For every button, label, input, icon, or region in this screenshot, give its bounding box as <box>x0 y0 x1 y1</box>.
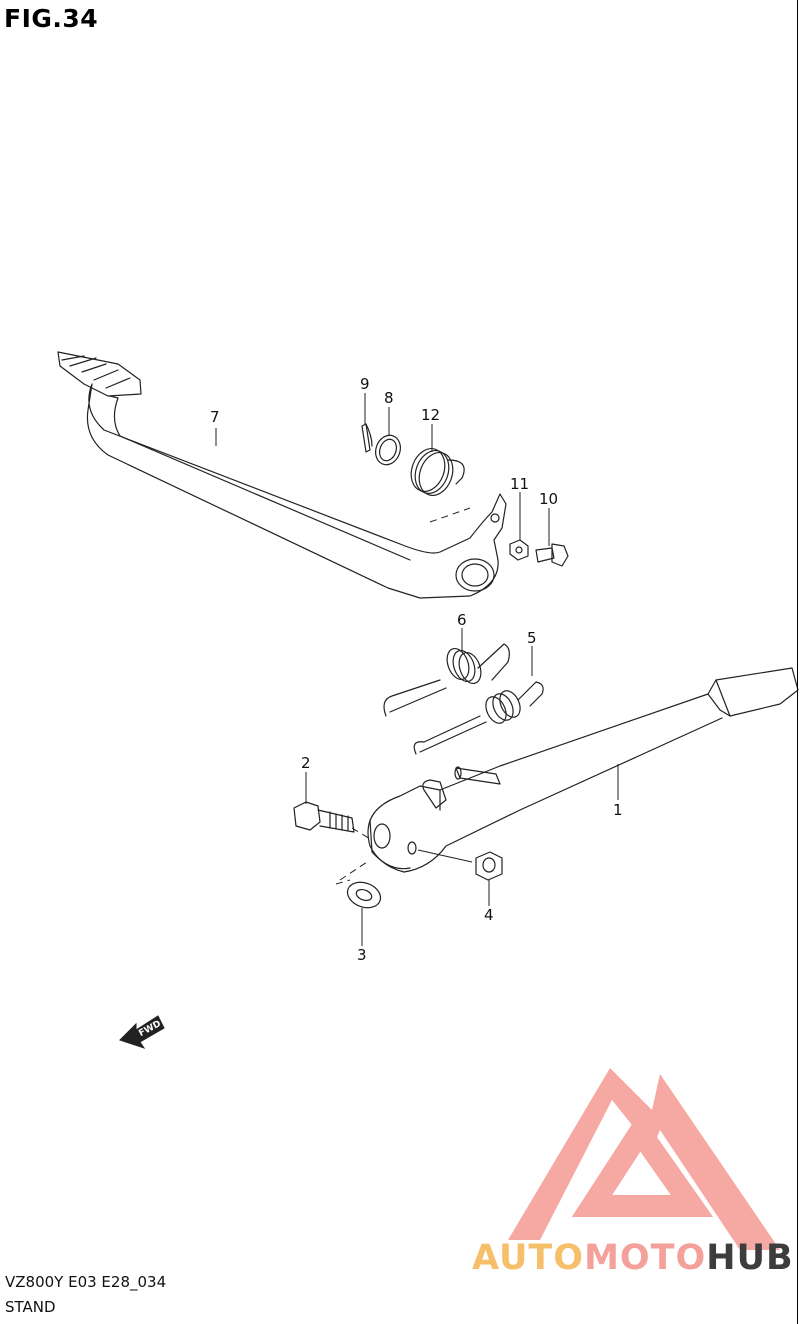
fwd-arrow-icon: FWD <box>119 1015 165 1049</box>
footer-code: VZ800Y E03 E28_034 <box>5 1273 167 1291</box>
right-border <box>797 0 798 1324</box>
stand-spring-lower <box>413 681 544 755</box>
stand-pivot-bolt <box>293 801 355 833</box>
brake-pedal-arm <box>57 351 507 599</box>
callout-7: 7 <box>210 408 220 426</box>
watermark-brand: AUTOMOTOHUB <box>472 1238 794 1278</box>
callout-5: 5 <box>527 629 537 647</box>
callout-2: 2 <box>301 754 311 772</box>
callout-1: 1 <box>613 801 623 819</box>
callout-6: 6 <box>457 611 467 629</box>
callout-9: 9 <box>360 375 370 393</box>
watermark-logo-icon <box>508 1068 780 1250</box>
side-stand <box>367 667 799 873</box>
callout-10: 10 <box>539 490 558 508</box>
small-nut <box>509 539 529 561</box>
stand-washer <box>346 881 382 909</box>
callout-12: 12 <box>421 406 440 424</box>
figure-title: FIG.34 <box>4 4 99 33</box>
brand-part-hub: HUB <box>706 1238 794 1278</box>
brand-part-moto: MOTO <box>584 1238 707 1278</box>
footer-section: STAND <box>5 1298 56 1316</box>
callout-3: 3 <box>357 946 367 964</box>
washer-ring <box>375 434 401 466</box>
callout-11: 11 <box>510 475 529 493</box>
callout-8: 8 <box>384 389 394 407</box>
pivot-bolt-small <box>535 543 569 567</box>
cotter-pin <box>361 423 373 453</box>
brand-part-auto: AUTO <box>472 1238 585 1278</box>
pedal-return-spring <box>410 448 465 496</box>
callout-4: 4 <box>484 906 494 924</box>
stand-spring-upper <box>383 643 510 717</box>
stand-nut <box>475 851 503 881</box>
